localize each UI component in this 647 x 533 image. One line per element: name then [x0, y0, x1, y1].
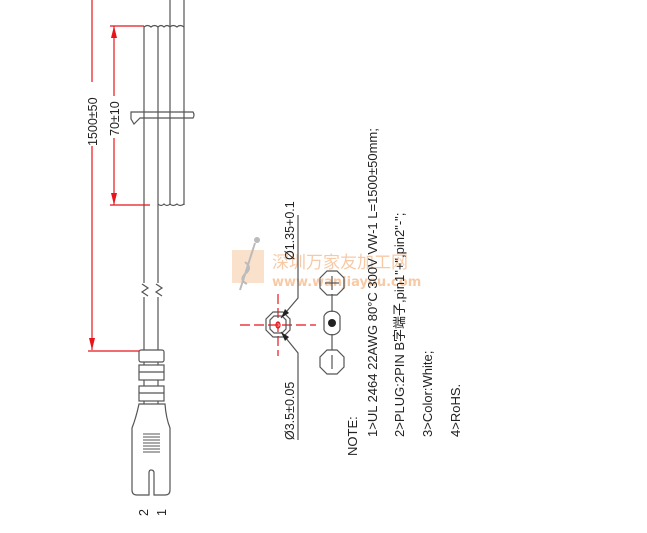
watermark-url: www.wanjiayou.com	[272, 275, 421, 290]
notes-title: NOTE:	[345, 416, 360, 456]
conductor-diameter-label: Ø1.35+0.1	[283, 201, 297, 260]
note-line-1: 1>UL 2464 22AWG 80°C 300V VW-1 L=1500±50…	[365, 128, 380, 437]
dimension-total-length: 1500±50	[86, 0, 139, 352]
pin-minus	[319, 349, 345, 375]
watermark: 深圳万家友加工网 www.wanjiayou.com	[232, 237, 421, 291]
watermark-name: 深圳万家友加工网	[272, 253, 408, 273]
pin-label-1: 1	[155, 509, 169, 516]
total-length-label: 1500±50	[86, 97, 100, 146]
break-symbol	[140, 283, 164, 297]
cable-diameter-label: Ø3.5±0.05	[283, 382, 297, 440]
note-line-2: 2>PLUG:2PIN B字端子,pin1"+",pin2"-";	[392, 213, 407, 437]
pin-plus	[319, 270, 345, 296]
cable	[130, 0, 195, 350]
note-line-3: 3>Color:White;	[420, 351, 435, 437]
plug	[131, 349, 171, 496]
cable-clip	[130, 111, 195, 125]
note-line-4: 4>RoHS.	[448, 384, 463, 437]
pin-label-2: 2	[137, 509, 151, 516]
coil-length-label: 70±10	[108, 101, 122, 136]
cable-cross-section: Ø1.35+0.1 Ø3.5±0.05	[240, 201, 316, 440]
plug-end-view	[319, 270, 345, 375]
dimension-coil-length: 70±10	[108, 25, 150, 206]
notes: NOTE: 1>UL 2464 22AWG 80°C 300V VW-1 L=1…	[345, 128, 463, 456]
